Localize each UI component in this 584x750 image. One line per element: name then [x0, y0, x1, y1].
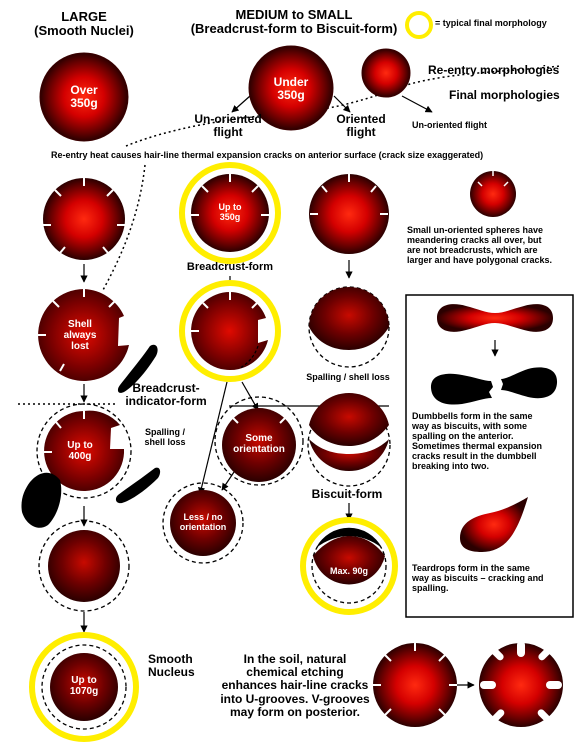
label-unoriented-line1: Un-oriented	[194, 113, 261, 126]
label-over350: Over 350g	[70, 84, 97, 110]
label-smooth-nucleus-line1: Smooth	[148, 653, 195, 666]
note-teardrops: Teardrops form in the same way as biscui…	[412, 563, 544, 593]
label-oriented-line1: Oriented	[336, 113, 385, 126]
arrow-some-to-lessno	[222, 472, 234, 490]
label-over350-line1: Over	[70, 84, 97, 97]
label-upto1070: Up to 1070g	[70, 676, 98, 698]
header-reentry: Re-entry morphologies	[428, 64, 559, 77]
meteorite-right-spalled	[309, 287, 389, 367]
label-less-orientation-line2: orientation	[180, 523, 227, 533]
label-unoriented-line2: flight	[194, 126, 261, 139]
note-small-spheres-line1: Small un-oriented spheres have	[407, 225, 552, 235]
label-max90: Max. 90g	[330, 567, 368, 577]
note-teardrops-line3: spalling.	[412, 583, 544, 593]
label-over350-line2: 350g	[70, 97, 97, 110]
label-upto1070-line2: 1070g	[70, 687, 98, 698]
note-small-spheres-line4: larger and have polygonal cracks.	[407, 255, 552, 265]
note-dumbbells-line1: Dumbbells form in the same	[412, 411, 542, 421]
note-soil: In the soil, natural chemical etching en…	[220, 653, 369, 719]
label-breadcrust-indicator-line1: Breadcrust-	[125, 382, 206, 395]
meteorite-large-cracked	[43, 178, 125, 260]
label-unoriented-right: Un-oriented flight	[412, 121, 487, 131]
label-smooth-nucleus: Smooth Nucleus	[148, 653, 195, 679]
header-final: Final morphologies	[449, 89, 560, 102]
note-dumbbells-line3: spalling on the anterior.	[412, 431, 542, 441]
column-title-large-line1: LARGE	[34, 10, 134, 24]
note-dumbbells-line5: cracks result in the dumbbell	[412, 451, 542, 461]
note-soil-line3: enhances hair-line cracks	[220, 679, 369, 692]
label-shell-lost-line2: always	[64, 331, 97, 342]
arrow-reentry-to-unoriented	[402, 96, 432, 112]
label-under350: Under 350g	[274, 76, 309, 102]
label-oriented-line2: flight	[336, 126, 385, 139]
note-teardrops-line2: way as biscuits – cracking and	[412, 573, 544, 583]
column-title-medium-line2: (Breadcrust-form to Biscuit-form)	[191, 22, 398, 36]
note-soil-line5: may form on posterior.	[220, 706, 369, 719]
label-upto400: Up to 400g	[67, 441, 93, 463]
meteorite-reentry-small	[362, 49, 410, 97]
meteorite-soil-before	[373, 643, 457, 727]
meteorite-soil-etched	[479, 641, 563, 727]
meteorite-biscuit-half	[308, 393, 390, 486]
label-smooth-nucleus-line2: Nucleus	[148, 666, 195, 679]
note-small-spheres-line3: are not breadcrusts, which are	[407, 245, 552, 255]
label-spalling-left-line2: shell loss	[144, 438, 185, 448]
meteorite-large-smoothing	[39, 521, 129, 611]
note-dumbbells-line6: breaking into two.	[412, 461, 542, 471]
legend-text: = typical final morphology	[435, 19, 547, 29]
arrow-under-to-unoriented	[232, 96, 250, 112]
label-spalling-right: Spalling / shell loss	[306, 373, 390, 383]
note-dumbbells: Dumbbells form in the same way as biscui…	[412, 411, 542, 471]
label-upto400-line2: 400g	[67, 452, 93, 463]
label-shell-lost: Shell always lost	[64, 320, 97, 352]
note-dumbbells-line2: way as biscuits, with some	[412, 421, 542, 431]
dumbbell-whole	[437, 304, 553, 332]
label-breadcrust-form: Breadcrust-form	[187, 262, 273, 274]
label-some-orientation-line2: orientation	[233, 445, 285, 456]
dumbbell-broken	[431, 367, 557, 404]
meteorite-right-cracked	[309, 174, 389, 254]
note-teardrops-line1: Teardrops form in the same	[412, 563, 544, 573]
label-oriented-flight: Oriented flight	[336, 113, 385, 139]
note-small-spheres: Small un-oriented spheres have meanderin…	[407, 225, 552, 265]
legend-yellow-ring	[407, 13, 431, 37]
label-upto350-line2: 350g	[219, 213, 242, 223]
meteorite-breadcrust-shelled	[182, 283, 278, 379]
label-under350-line2: 350g	[274, 89, 309, 102]
meteorite-small-sphere	[470, 171, 516, 217]
label-upto350: Up to 350g	[219, 203, 242, 222]
crack-note: Re-entry heat causes hair-line thermal e…	[51, 151, 483, 161]
label-unoriented-flight: Un-oriented flight	[194, 113, 261, 139]
column-title-medium-line1: MEDIUM to SMALL	[191, 8, 398, 22]
label-breadcrust-indicator-line2: indicator-form	[125, 395, 206, 408]
note-soil-line4: into U-grooves. V-grooves	[220, 693, 369, 706]
column-title-large: LARGE (Smooth Nuclei)	[34, 10, 134, 38]
label-biscuit-form: Biscuit-form	[312, 488, 383, 501]
spall-fragment-left2	[21, 473, 61, 528]
column-title-large-line2: (Smooth Nuclei)	[34, 24, 134, 38]
label-breadcrust-indicator: Breadcrust- indicator-form	[125, 382, 206, 408]
teardrop	[460, 497, 528, 552]
label-some-orientation: Some orientation	[233, 434, 285, 456]
label-less-orientation: Less / no orientation	[180, 513, 227, 532]
label-spalling-left: Spalling / shell loss	[144, 428, 185, 447]
spall-fragment-mid	[116, 468, 160, 504]
label-shell-lost-line3: lost	[64, 342, 97, 353]
column-title-medium-small: MEDIUM to SMALL (Breadcrust-form to Bisc…	[191, 8, 398, 36]
label-under350-line1: Under	[274, 76, 309, 89]
note-dumbbells-line4: Sometimes thermal expansion	[412, 441, 542, 451]
note-small-spheres-line2: meandering cracks all over, but	[407, 235, 552, 245]
